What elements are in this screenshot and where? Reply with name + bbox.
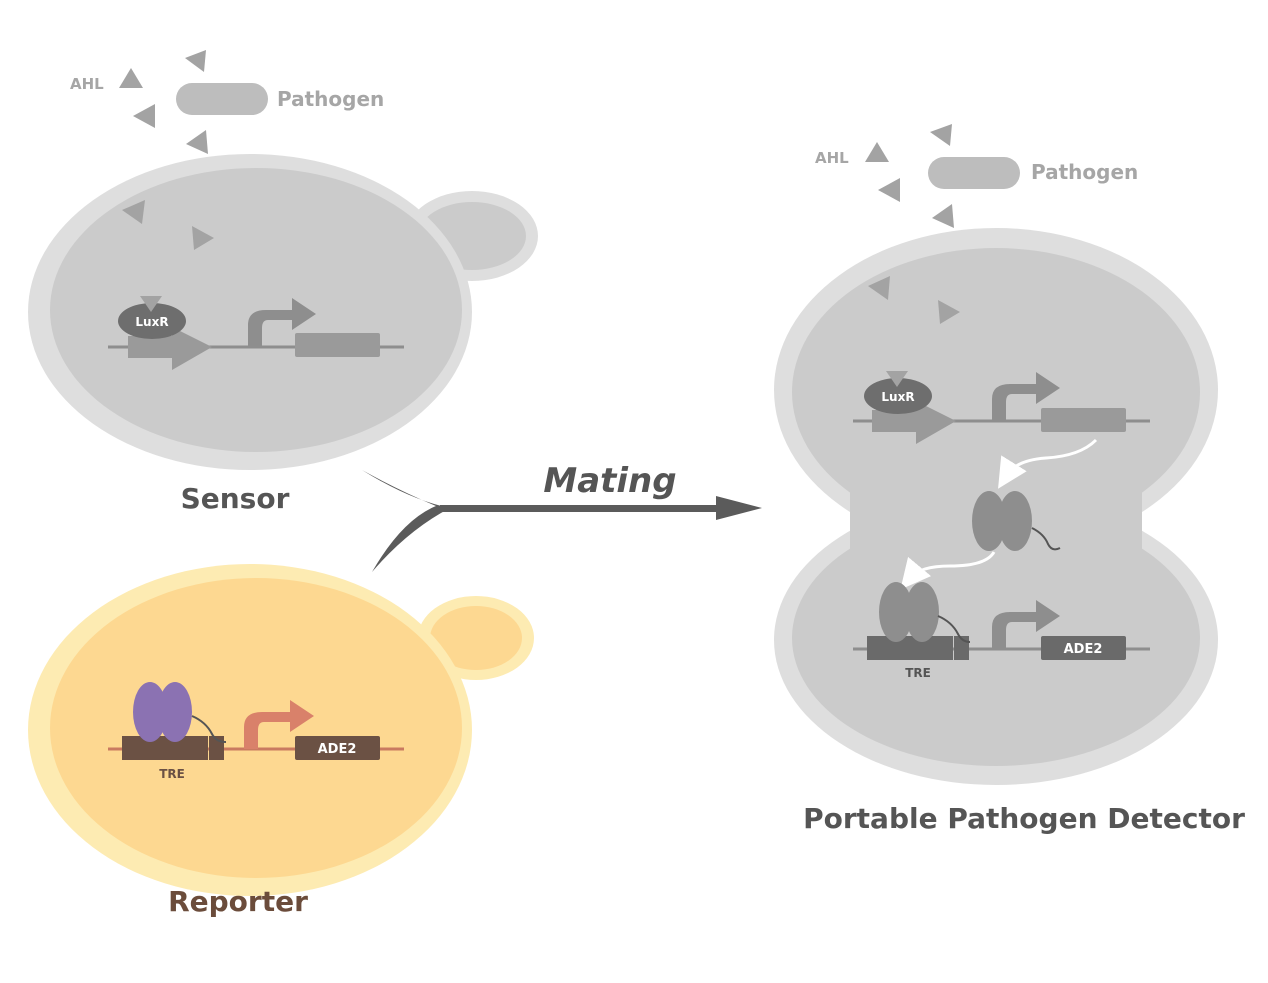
binding-arrow (900, 551, 996, 590)
pathogen-icon (176, 83, 268, 115)
ahl-triangle (119, 68, 143, 88)
promoter-arrow (992, 600, 1060, 649)
ade2-label: ADE2 (1064, 642, 1103, 657)
ade2-box (1041, 636, 1126, 660)
sensor-gene-circuit: LuxR (108, 296, 404, 370)
ahl-triangle (878, 178, 900, 202)
reporter-label: Reporter (168, 885, 308, 918)
sensor-label: Sensor (181, 482, 290, 515)
luxr-label: LuxR (135, 315, 168, 329)
dimer-protein-left (133, 682, 167, 742)
promoter-arrow (992, 372, 1060, 421)
promoter-arrow (248, 298, 316, 347)
dimer-tail (191, 715, 227, 743)
output-gene-box (1041, 408, 1126, 432)
tre-box (122, 736, 208, 760)
expression-arrow (998, 438, 1098, 489)
pathogen-label: Pathogen (1031, 160, 1138, 184)
detector-pathogen-group: AHL Pathogen (815, 124, 1138, 228)
tre-box (867, 636, 953, 660)
dimer-protein-left (879, 582, 913, 642)
detector-sensor-circuit: LuxR (853, 371, 1150, 444)
ahl-bound-triangle (140, 296, 162, 312)
ahl-triangle (133, 104, 155, 128)
sensor-cell (28, 154, 538, 470)
ade2-label: ADE2 (318, 742, 357, 757)
detector-reporter-circuit: TRE ADE2 (853, 582, 1150, 680)
reporter-cell (28, 564, 534, 896)
ahl-triangle (930, 124, 952, 146)
ahl-triangle (868, 276, 890, 300)
ahl-triangle (932, 204, 954, 228)
detector-label: Portable Pathogen Detector (803, 802, 1245, 835)
mating-label: Mating (543, 461, 676, 501)
ahl-triangle (185, 50, 206, 72)
pathogen-label: Pathogen (277, 87, 384, 111)
ahl-label: AHL (70, 75, 104, 93)
luxr-protein (864, 378, 932, 414)
luxr-label: LuxR (881, 390, 914, 404)
reporter-gene-circuit: TRE ADE2 (108, 682, 404, 781)
dimer-tail (937, 615, 971, 643)
ahl-triangle (186, 130, 208, 154)
ahl-triangle (122, 200, 145, 224)
ahl-triangle (192, 226, 214, 250)
promoter-arrow (244, 700, 314, 749)
tre-label: TRE (159, 767, 185, 781)
free-dimer (972, 491, 1061, 551)
luxr-protein (118, 303, 186, 339)
ade2-box (295, 736, 380, 760)
sensor-pathogen-group: AHL Pathogen (70, 50, 384, 154)
mating-arrow (362, 470, 762, 572)
pathogen-icon (928, 157, 1020, 189)
ahl-triangle (865, 142, 889, 162)
ahl-label: AHL (815, 149, 849, 167)
tre-label: TRE (905, 666, 931, 680)
dimer-protein-right (905, 582, 939, 642)
output-gene-box (295, 333, 380, 357)
dimer-protein-right (158, 682, 192, 742)
ahl-bound-triangle (886, 371, 908, 387)
ahl-triangle (938, 300, 960, 324)
